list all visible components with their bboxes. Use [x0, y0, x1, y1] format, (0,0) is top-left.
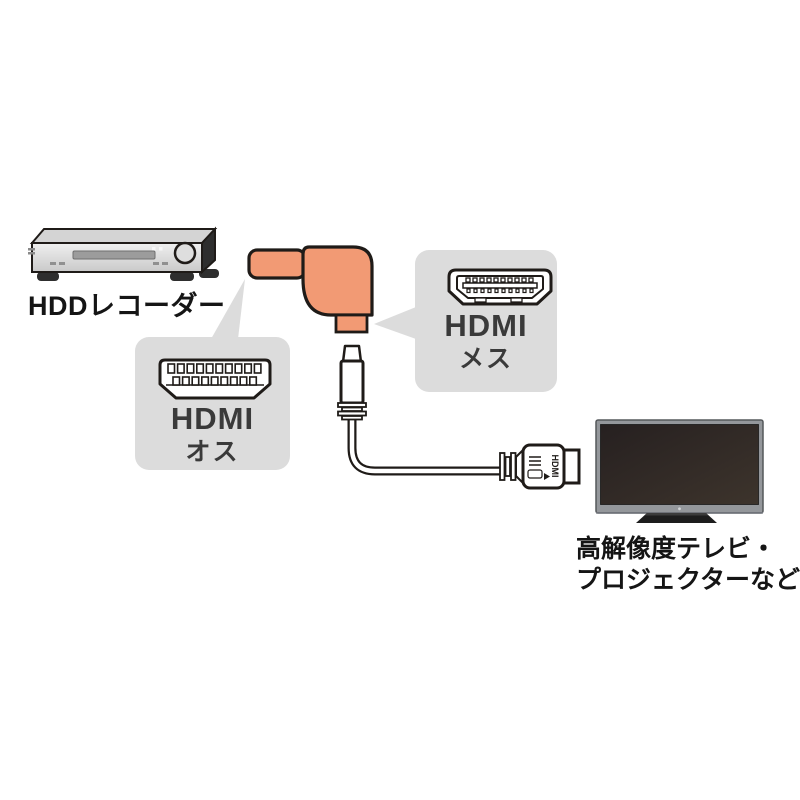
callout-female-pointer: [374, 307, 416, 339]
adapter-male-arm: [247, 248, 307, 280]
tv-illustration: [595, 419, 764, 523]
strain-relief-right: [499, 452, 517, 481]
callout-female-subtitle: メス: [458, 345, 513, 373]
strain-relief-up: [337, 402, 367, 421]
hdd-recorder-illustration: [28, 226, 219, 281]
recorder-foot-left: [37, 272, 59, 281]
female-foot: [510, 297, 523, 303]
indicator-dot: [152, 247, 156, 251]
callout-female-title: HDMI: [444, 308, 528, 343]
front-button: [153, 262, 159, 265]
male-pin-row-bottom: [172, 376, 258, 386]
disc-tray: [72, 250, 156, 260]
recorder-foot-right: [170, 272, 194, 281]
plug-direction-arrow: [544, 473, 550, 480]
callout-female-text: HDMI メス: [415, 309, 557, 375]
female-pin-row-top: [465, 277, 534, 283]
female-foot: [474, 297, 487, 303]
female-pin-row-bottom: [466, 288, 534, 294]
tv-screen: [600, 424, 759, 505]
connector-print-label: HDMI: [550, 455, 560, 478]
front-port-mark: [28, 248, 35, 251]
front-button: [59, 262, 65, 265]
grip-ridges: [529, 456, 541, 466]
front-port-mark: [28, 252, 35, 255]
connector-badge: [527, 469, 543, 479]
tv-logo-dot: [678, 507, 681, 511]
tv-stand-highlight: [645, 513, 708, 516]
tv-label-line2: プロジェクターなど: [576, 565, 800, 594]
cable-wire: [349, 415, 504, 474]
hdmi-male-connector-illustration: [158, 358, 272, 400]
front-button: [50, 262, 56, 265]
cable-plug-body-up: [339, 359, 365, 405]
adapter-elbow-body: [301, 245, 374, 317]
cable-wire-outline: [347, 415, 504, 476]
dial-knob: [173, 241, 197, 265]
tv-bottom-edge: [596, 512, 763, 514]
hdmi-cable-illustration: HDMI: [337, 344, 581, 490]
adapter-female-port: [334, 313, 369, 334]
recorder-label: HDDレコーダー: [28, 291, 226, 321]
hdmi-female-connector-illustration: [447, 268, 553, 306]
cable-plug-tip-right: [562, 448, 581, 485]
front-button: [162, 262, 168, 265]
male-pin-row-top: [167, 363, 262, 374]
callout-male-subtitle: オス: [185, 438, 240, 466]
indicator-dot: [159, 247, 163, 251]
recorder-top-face: [29, 228, 218, 244]
tv-label: 高解像度テレビ・ プロジェクターなど: [576, 534, 800, 595]
callout-male-title: HDMI: [170, 401, 255, 436]
tv-label-line1: 高解像度テレビ・: [576, 535, 777, 563]
right-angle-adapter-illustration: [247, 245, 374, 334]
callout-male-pointer: [211, 279, 245, 339]
female-tongue: [462, 282, 538, 289]
callout-male-text: HDMI オス: [135, 402, 290, 468]
